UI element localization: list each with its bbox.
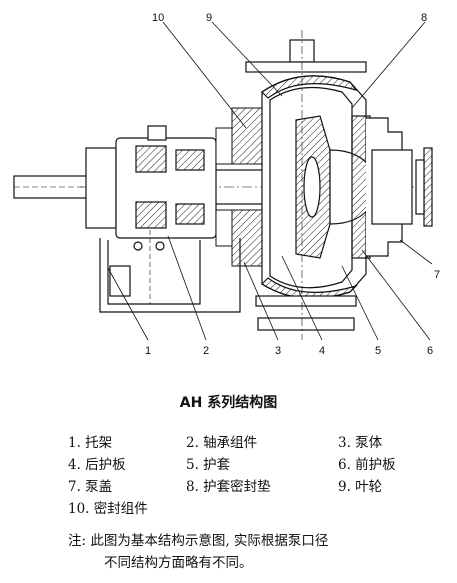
callout-9: 9	[206, 12, 212, 24]
legend-item: 6. 前护板	[338, 457, 396, 473]
legend-item: 4. 后护板	[68, 457, 126, 473]
legend-item: 8. 护套密封垫	[186, 479, 271, 495]
footnote: 注: 此图为基本结构示意图, 实际根据泵口径 不同结构方面略有不同。	[68, 530, 328, 574]
callout-8: 8	[421, 12, 427, 24]
callout-4: 4	[319, 345, 325, 357]
leader-lines	[107, 21, 433, 341]
pump-cross-section-drawing: 10 9 8 7 1 2 3 4 5 6	[13, 12, 440, 357]
legend-row: 10. 密封组件	[68, 498, 448, 520]
callout-2: 2	[203, 345, 209, 357]
legend-item: 1. 托架	[68, 435, 113, 451]
legend-item	[186, 498, 338, 520]
parts-legend: 1. 托架 2. 轴承组件 3. 泵体 4. 后护板 5. 护套 6. 前护板 …	[68, 432, 448, 520]
footnote-line-1: 注: 此图为基本结构示意图, 实际根据泵口径	[68, 533, 329, 549]
callout-3: 3	[275, 345, 281, 357]
callout-1: 1	[145, 345, 151, 357]
legend-item: 9. 叶轮	[338, 479, 383, 495]
legend-item	[338, 498, 448, 520]
callout-5: 5	[375, 345, 381, 357]
callout-10: 10	[152, 12, 164, 24]
legend-item: 5. 护套	[186, 457, 231, 473]
front-liner-and-cover	[351, 115, 433, 259]
figure-caption: AH 系列结构图	[179, 395, 278, 411]
callout-7: 7	[434, 269, 440, 281]
callout-6: 6	[427, 345, 433, 357]
legend-item: 7. 泵盖	[68, 479, 113, 495]
footnote-line-2: 不同结构方面略有不同。	[104, 555, 253, 571]
legend-row: 4. 后护板 5. 护套 6. 前护板	[68, 454, 448, 476]
legend-item: 10. 密封组件	[68, 501, 148, 517]
legend-item: 3. 泵体	[338, 435, 383, 451]
bearing-frame	[85, 125, 241, 313]
legend-row: 7. 泵盖 8. 护套密封垫 9. 叶轮	[68, 476, 448, 498]
legend-row: 1. 托架 2. 轴承组件 3. 泵体	[68, 432, 448, 454]
legend-item: 2. 轴承组件	[186, 435, 258, 451]
